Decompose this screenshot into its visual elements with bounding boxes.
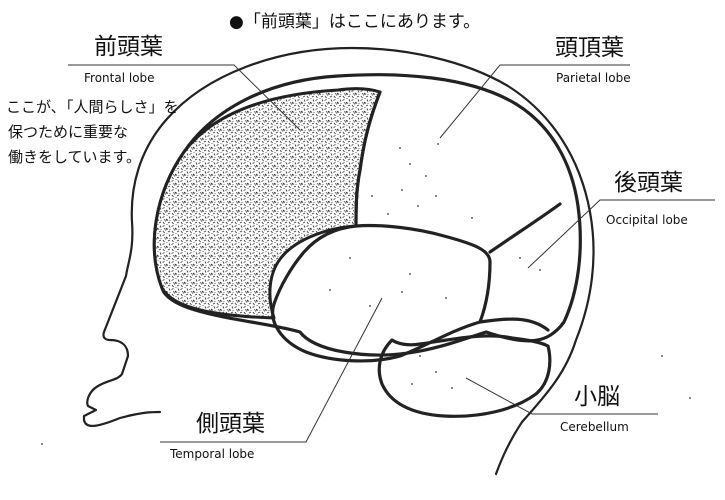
temporal-lobe-label-en: Temporal lobe: [169, 447, 254, 461]
frontal-lobe-label-en: Frontal lobe: [84, 71, 155, 85]
parieto-occipital-boundary: [490, 204, 560, 252]
note-line-2: 保つために重要な: [8, 123, 128, 141]
parietal-lobe-label-en: Parietal lobe: [556, 71, 631, 85]
cerebellum-region: [379, 336, 550, 416]
occipital-lobe-label-en: Occipital lobe: [606, 213, 688, 227]
cerebellum-leader-line: [466, 378, 658, 414]
cerebellum-label-en: Cerebellum: [560, 420, 629, 434]
occipital-lobe-label-ja: 後頭葉: [614, 170, 683, 196]
title-text: ●「前頭葉」はここにあります。: [229, 12, 480, 32]
temporal-leader-line: [160, 298, 382, 442]
frontal-lobe-region: [154, 89, 380, 318]
parietal-lobe-label-ja: 頭頂葉: [555, 35, 624, 61]
occipital-leader-line: [528, 200, 715, 268]
frontal-lobe-label-ja: 前頭葉: [94, 34, 163, 60]
cerebellum-label-ja: 小脳: [574, 384, 620, 410]
occipital-boundary: [480, 319, 548, 330]
note-line-1: ここが､「人間らしさ」を: [6, 98, 179, 116]
note-line-3: 働きをしています。: [8, 148, 141, 166]
temporal-lobe-label-ja: 側頭葉: [196, 411, 265, 437]
